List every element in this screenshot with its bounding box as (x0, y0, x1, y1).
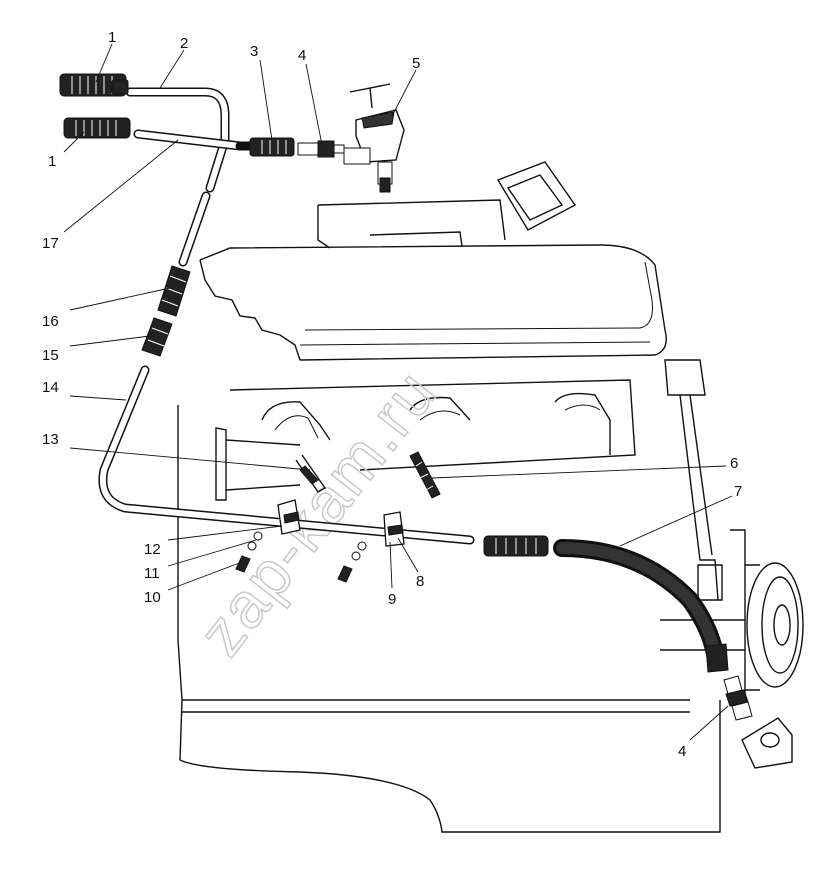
callout-16: 16 (42, 313, 59, 330)
valve-5 (343, 83, 405, 193)
callout-7: 7 (734, 483, 742, 500)
coupling-3 (249, 137, 295, 157)
callout-17: 17 (42, 235, 59, 252)
clamp-6 (409, 451, 441, 499)
union-4-lower (723, 675, 753, 721)
pipe-end-connector (483, 535, 549, 557)
fittings (59, 73, 753, 721)
pipeline (98, 87, 475, 545)
clamp-9 (383, 511, 405, 547)
leader-lines (63, 43, 733, 741)
callout-8: 8 (416, 573, 424, 590)
callout-9: 9 (388, 591, 396, 608)
clamp-12 (277, 499, 301, 535)
bolt-washers-right (337, 541, 367, 583)
coupling-15 (141, 317, 173, 357)
nipple-upper (59, 73, 129, 97)
callout-12: 12 (144, 541, 161, 558)
callout-2: 2 (180, 35, 188, 52)
callout-10: 10 (144, 589, 161, 606)
union-4-upper (297, 140, 345, 158)
callout-13: 13 (42, 431, 59, 448)
callout-1-upper: 1 (108, 29, 116, 46)
callout-4-lower: 4 (678, 743, 686, 760)
callout-labels: 1 1 2 3 4 5 17 16 15 14 13 6 7 12 11 10 … (42, 29, 742, 760)
callout-6: 6 (730, 455, 738, 472)
callout-4-upper: 4 (298, 47, 306, 64)
clamp-13 (295, 454, 327, 493)
watermark-text: zap-kam.ru (184, 356, 450, 668)
engine-block-outline (177, 161, 804, 833)
callout-5: 5 (412, 55, 420, 72)
coupling-16 (157, 265, 191, 317)
nipple-lower (63, 117, 131, 139)
callout-3: 3 (250, 43, 258, 60)
hose-7 (553, 539, 729, 673)
bolt-washers-left (235, 531, 263, 573)
callout-11: 11 (144, 565, 160, 582)
callout-1-lower: 1 (48, 153, 56, 170)
callout-14: 14 (42, 379, 59, 396)
callout-15: 15 (42, 347, 59, 364)
